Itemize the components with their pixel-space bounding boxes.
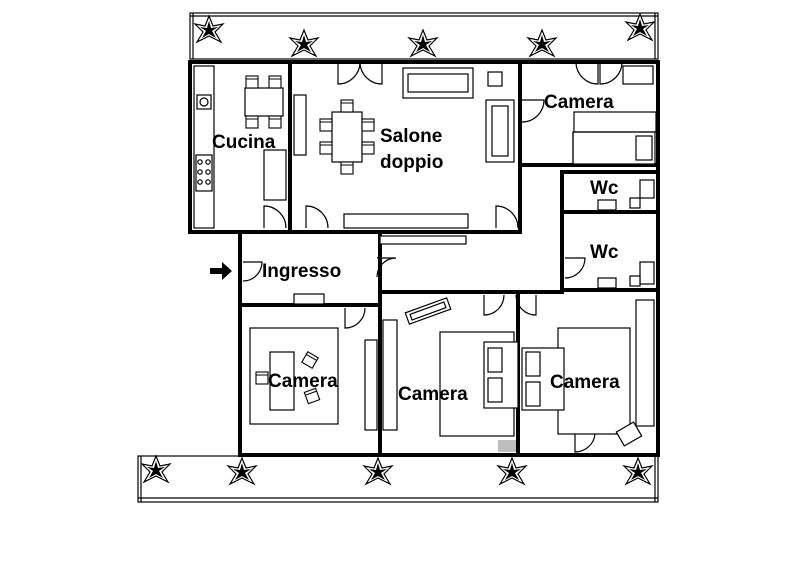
plant-icon (527, 29, 557, 57)
bed-ne-frame (573, 111, 657, 133)
plant-icon (623, 457, 653, 485)
kitchen-counter (193, 65, 215, 229)
room-label-salone-line1: Salone (380, 126, 442, 147)
wardrobe-sw (364, 339, 378, 431)
sofa-top (402, 67, 474, 99)
wc-upper-fixtures (597, 179, 655, 211)
counter (379, 235, 467, 245)
side-table (487, 71, 503, 87)
bed-se (521, 347, 565, 411)
plant-icon (408, 29, 438, 57)
room-label-camera-mid: Camera (398, 384, 468, 405)
kitchen-cabinet (263, 149, 287, 201)
entrance-arrow-icon (210, 262, 232, 280)
room-label-salone-line2: doppio (380, 152, 443, 173)
desk-sw (255, 351, 321, 411)
plant-icon (141, 455, 171, 483)
terrace-bottom (137, 455, 659, 503)
room-label-ingresso: Ingresso (262, 261, 341, 282)
terrace-top (189, 12, 659, 60)
rug-sw (249, 327, 339, 425)
wc-lower-fixtures (597, 261, 655, 289)
room-label-wc-upper: Wc (590, 178, 619, 199)
dining-table (319, 99, 375, 175)
wardrobe-se (635, 299, 655, 427)
doors (242, 61, 623, 453)
bed-ne (572, 131, 656, 165)
plant-icon (289, 29, 319, 57)
desk-mid (404, 297, 452, 325)
plant-icon (625, 13, 655, 41)
wardrobe-mid (382, 319, 398, 431)
armchair-se (615, 421, 643, 447)
room-label-camera-ne: Camera (544, 92, 614, 113)
plant-icon (497, 457, 527, 485)
room-label-wc-lower: Wc (590, 242, 619, 263)
hall-cabinet (293, 293, 325, 305)
sofa-right (485, 99, 515, 163)
walls (188, 60, 660, 457)
room-label-camera-sw: Camera (268, 371, 338, 392)
plant-icon (363, 457, 393, 485)
room-label-cucina: Cucina (212, 132, 276, 153)
plant-icon (194, 15, 224, 43)
desk-ne (622, 65, 654, 85)
tv-cabinet (343, 213, 469, 229)
room-label-camera-se: Camera (550, 372, 620, 393)
nightstand-mid (498, 440, 516, 452)
plant-icon (227, 457, 257, 485)
bed-mid (483, 341, 519, 409)
kitchen-table (244, 75, 284, 129)
sideboard (293, 94, 307, 156)
